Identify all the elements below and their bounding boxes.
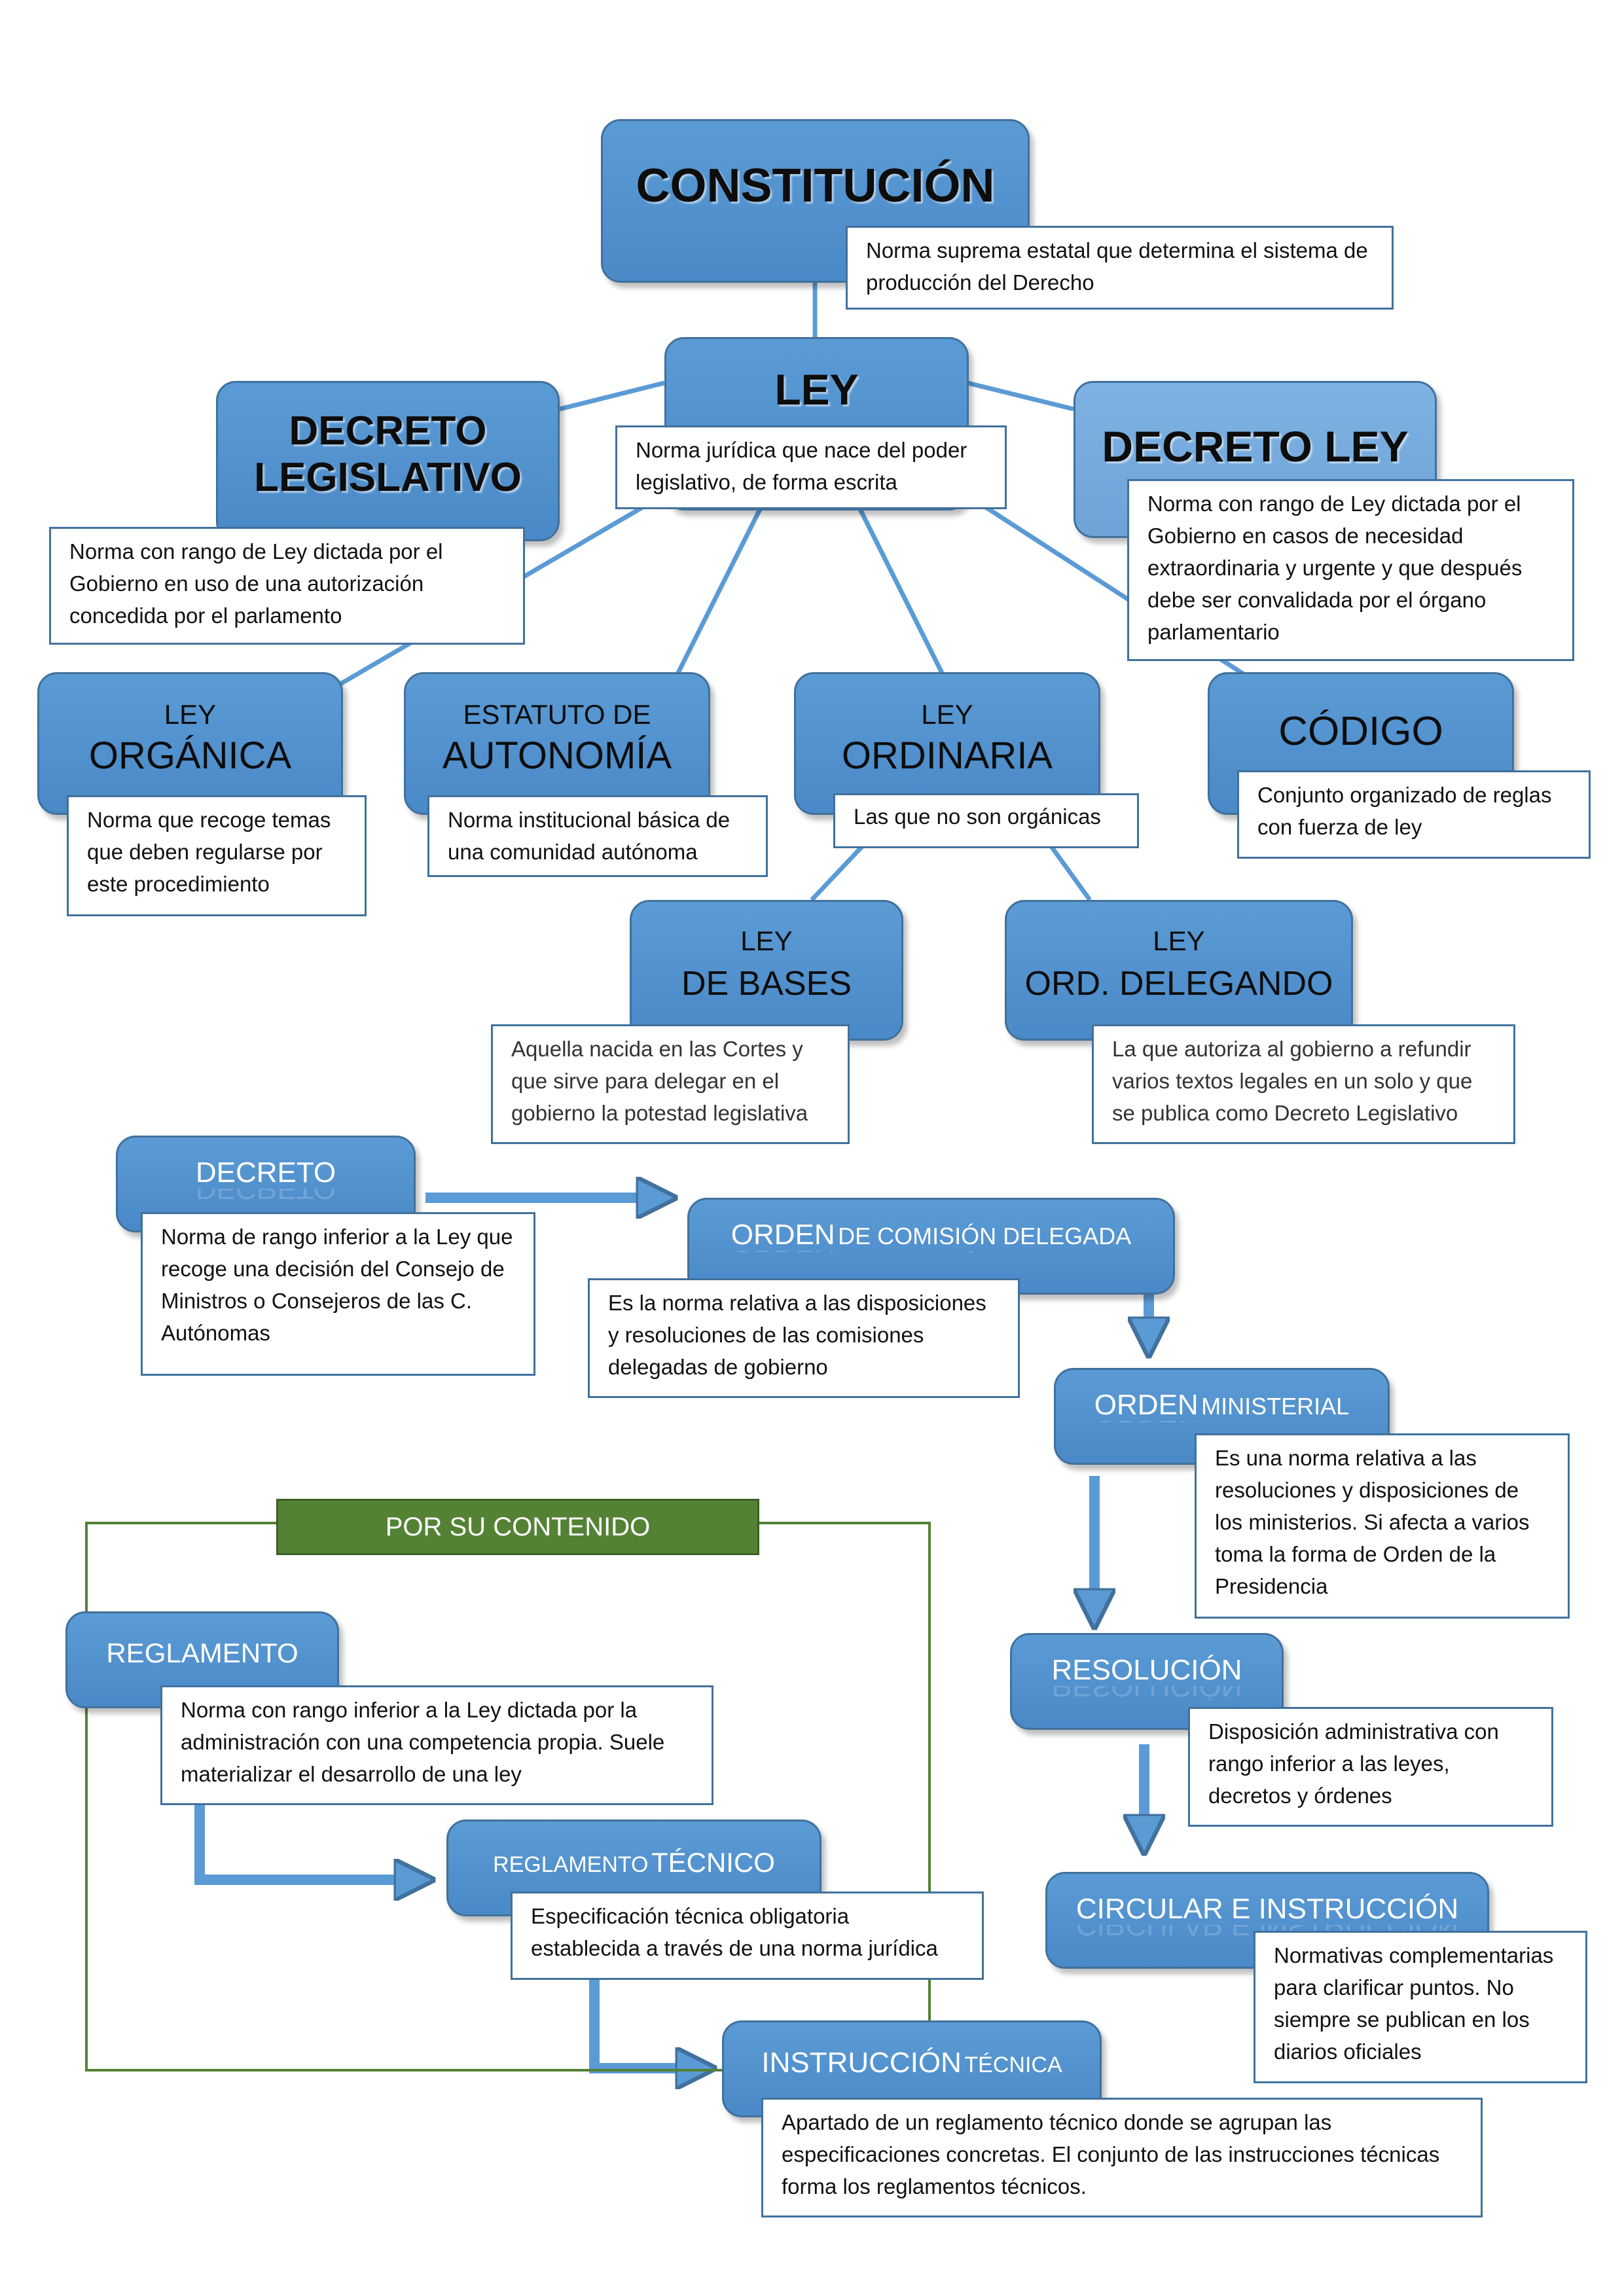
node-ley-ord-delegando-line1: LEY xyxy=(1153,925,1205,956)
node-estatuto-line1: ESTATUTO DE xyxy=(463,699,651,730)
desc-estatuto-autonomia: Norma institucional básica de una comuni… xyxy=(427,795,768,877)
link-ley-decreto-legislativo xyxy=(559,380,665,412)
desc-circular: Normativas complementarias para clarific… xyxy=(1254,1931,1587,2083)
desc-codigo: Conjunto organizado de reglas con fuerza… xyxy=(1237,770,1591,859)
node-codigo-label: CÓDIGO xyxy=(1278,709,1443,754)
arrow-reglamento-tecnico xyxy=(194,1800,419,1880)
node-ley-ordinaria-line1: LEY xyxy=(921,699,973,730)
link-ley-decreto-ley xyxy=(967,380,1074,412)
node-orden-comision-small: DE COMISIÓN DELEGADA xyxy=(838,1223,1132,1249)
desc-ley-ord-delegando: La que autoriza al gobierno a refundir v… xyxy=(1092,1024,1515,1144)
node-resolucion-reflection: RESOLUCIÓN xyxy=(1052,1686,1242,1700)
desc-decreto-legislativo: Norma con rango de Ley dictada por el Go… xyxy=(49,527,525,645)
node-reglamento-label: REGLAMENTO xyxy=(106,1638,298,1668)
node-instruccion-tecnica-label: INSTRUCCIÓN TÉCNICA xyxy=(761,2047,1062,2079)
arrow-tecnico-instruccion xyxy=(589,1957,700,2068)
desc-instruccion-tecnica: Apartado de un reglamento técnico donde … xyxy=(761,2098,1483,2217)
node-decreto-legislativo-line2: LEGISLATIVO xyxy=(254,455,522,501)
node-estatuto-line2: AUTONOMÍA xyxy=(442,734,672,778)
node-ley-label: LEY xyxy=(774,365,859,414)
desc-ley-organica: Norma que recoge temas que deben regular… xyxy=(67,795,367,916)
group-title: POR SU CONTENIDO xyxy=(276,1499,759,1555)
node-reglamento-tecnico-small: REGLAMENTO xyxy=(493,1852,649,1877)
node-orden-comision-label: ORDEN DE COMISIÓN DELEGADA xyxy=(731,1219,1131,1251)
node-ley-organica[interactable]: LEY ORGÁNICA xyxy=(37,672,343,815)
node-decreto-label: DECRETO xyxy=(195,1157,336,1189)
node-orden-ministerial-small: MINISTERIAL xyxy=(1201,1393,1350,1420)
node-decreto-legislativo[interactable]: DECRETO LEGISLATIVO xyxy=(216,381,560,541)
link-ordinaria-bases xyxy=(810,839,869,902)
desc-decreto-ley: Norma con rango de Ley dictada por el Go… xyxy=(1127,479,1574,661)
node-orden-comision-big: ORDEN xyxy=(731,1219,835,1251)
node-ley-ordinaria[interactable]: LEY ORDINARIA xyxy=(794,672,1100,815)
desc-decreto: Norma de rango inferior a la Ley que rec… xyxy=(141,1212,535,1376)
node-ley-ord-delegando-line2: ORD. DELEGANDO xyxy=(1024,965,1333,1003)
desc-resolucion: Disposición administrativa con rango inf… xyxy=(1188,1707,1553,1827)
node-ley-bases-line1: LEY xyxy=(740,925,793,956)
node-ley-organica-line2: ORGÁNICA xyxy=(88,734,292,778)
node-instruccion-tecnica-small: TÉCNICA xyxy=(964,2053,1062,2077)
node-constitucion-label: CONSTITUCIÓN xyxy=(636,160,995,212)
node-decreto-legislativo-line1: DECRETO xyxy=(289,408,487,454)
link-ley-estatuto xyxy=(675,503,765,675)
node-ley-ordinaria-line2: ORDINARIA xyxy=(841,734,1053,778)
node-ley-organica-line1: LEY xyxy=(164,699,217,730)
desc-ley-bases: Aquella nacida en las Cortes y que sirve… xyxy=(491,1024,850,1144)
node-constitucion[interactable]: CONSTITUCIÓN xyxy=(601,119,1030,283)
node-orden-ministerial-big: ORDEN xyxy=(1094,1389,1199,1421)
desc-orden-ministerial: Es una norma relativa a las resoluciones… xyxy=(1195,1433,1570,1619)
node-ley-bases-line2: DE BASES xyxy=(681,965,852,1003)
desc-constitucion: Norma suprema estatal que determina el s… xyxy=(846,226,1394,310)
node-reglamento-tecnico-label: REGLAMENTO TÉCNICO xyxy=(493,1847,775,1878)
node-decreto-reflection: DECRETO xyxy=(196,1189,336,1203)
node-resolucion-label: RESOLUCIÓN xyxy=(1051,1654,1242,1686)
node-orden-ministerial-label: ORDEN MINISTERIAL xyxy=(1094,1389,1350,1421)
node-instruccion-tecnica-big: INSTRUCCIÓN xyxy=(761,2047,962,2079)
node-estatuto-autonomia[interactable]: ESTATUTO DE AUTONOMÍA xyxy=(404,672,710,815)
node-circular-label: CIRCULAR E INSTRUCCIÓN xyxy=(1075,1893,1459,1925)
desc-orden-comision: Es la norma relativa a las disposiciones… xyxy=(588,1278,1020,1398)
link-ordinaria-delegando xyxy=(1045,839,1092,902)
desc-reglamento: Norma con rango inferior a la Ley dictad… xyxy=(160,1685,713,1805)
desc-ley: Norma jurídica que nace del poder legisl… xyxy=(615,425,1007,509)
node-ley-bases[interactable]: LEY DE BASES xyxy=(630,900,903,1041)
node-orden-ministerial-reflection: ORDEN MINISTERIAL xyxy=(1094,1421,1349,1426)
desc-ley-ordinaria: Las que no son orgánicas xyxy=(833,793,1139,848)
node-ley-ord-delegando[interactable]: LEY ORD. DELEGANDO xyxy=(1005,900,1353,1041)
link-ley-ordinaria xyxy=(855,503,945,675)
node-decreto-ley-label: DECRETO LEY xyxy=(1102,422,1409,471)
node-reglamento-tecnico-big: TÉCNICO xyxy=(651,1847,775,1878)
node-orden-comision-reflection: ORDEN DE COMISIÓN DELEGADA xyxy=(731,1251,1131,1256)
desc-reglamento-tecnico: Especificación técnica obligatoria estab… xyxy=(511,1892,984,1980)
